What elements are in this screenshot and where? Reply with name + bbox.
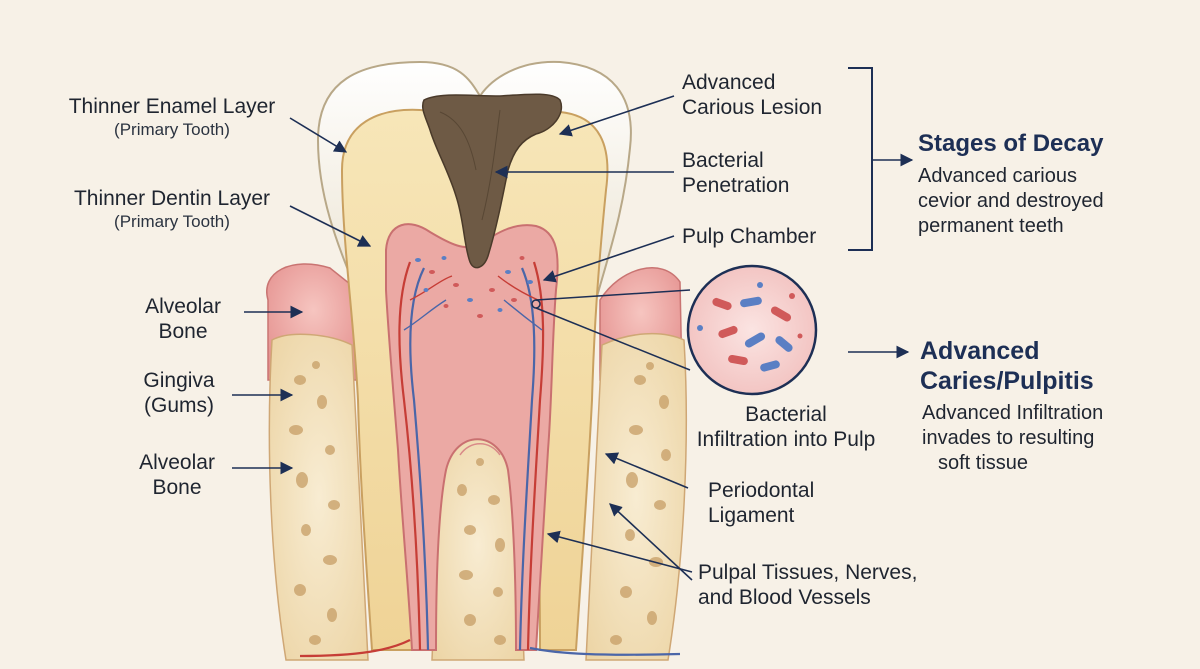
pulpal-line1: Pulpal Tissues, Nerves, xyxy=(698,561,918,584)
alveolar-bone-right xyxy=(585,332,688,661)
pulpal-line2: and Blood Vessels xyxy=(698,586,871,609)
alveolar-bone-top-label: Alveolar Bone xyxy=(128,294,238,344)
caries-line3: soft tissue xyxy=(938,452,1029,474)
magnified-bacteria-view xyxy=(686,264,818,396)
dentin-label-sub: (Primary Tooth) xyxy=(114,212,230,231)
stages-bracket xyxy=(848,67,873,251)
magnified-bacteria xyxy=(697,282,803,372)
alveolar-bone-bottom-line2: Bone xyxy=(152,476,202,499)
stages-line2: cevior and destroyed xyxy=(918,190,1104,212)
stages-line3: permanent teeth xyxy=(918,215,1064,237)
lesion-line1: Advanced xyxy=(682,71,776,94)
blood-vessels xyxy=(299,261,681,658)
stages-line1: Advanced carious xyxy=(918,165,1077,187)
enamel-label-title: Thinner Enamel Layer xyxy=(68,95,276,118)
label-arrows xyxy=(232,95,914,581)
infiltration-label: Bacterial Infiltration into Pulp xyxy=(680,402,892,452)
infiltration-line2: Infiltration into Pulp xyxy=(696,428,876,451)
caries-heading-line2: Caries/Pulpitis xyxy=(920,367,1094,395)
caries-description: Advanced Infiltration invades to resulti… xyxy=(922,401,1103,476)
dentin-label: Thinner Dentin Layer (Primary Tooth) xyxy=(58,186,286,233)
pulp-chamber-label: Pulp Chamber xyxy=(682,225,817,248)
alveolar-bone-top-line1: Alveolar xyxy=(145,295,221,318)
alveolar-bone-left xyxy=(268,333,369,661)
alveolar-bone-top-line2: Bone xyxy=(158,320,208,343)
infiltration-line1: Bacterial xyxy=(745,403,827,426)
lesion-line2: Carious Lesion xyxy=(682,96,823,119)
carious-lesion xyxy=(421,93,563,269)
caries-heading-line1: Advanced xyxy=(920,337,1040,365)
periodontal-line1: Periodontal xyxy=(708,479,815,502)
alveolar-bone-bottom-label: Alveolar Bone xyxy=(122,450,232,500)
gingiva-line1: Gingiva xyxy=(143,369,215,392)
alveolar-bone-bottom-line1: Alveolar xyxy=(139,451,215,474)
pulp-shape xyxy=(385,223,559,651)
bacteria-dots xyxy=(415,256,533,318)
caries-line1: Advanced Infiltration xyxy=(922,402,1104,424)
caries-line2: invades to resulting xyxy=(922,427,1095,449)
lesion-label: Advanced Carious Lesion xyxy=(682,70,822,120)
pulpal-label: Pulpal Tissues, Nerves, and Blood Vessel… xyxy=(698,560,917,610)
periodontal-line2: Ligament xyxy=(708,504,795,527)
periodontal-label: Periodontal Ligament xyxy=(708,478,814,528)
penetration-label: Bacterial Penetration xyxy=(682,148,789,198)
caries-heading: Advanced Caries/Pulpitis xyxy=(920,336,1094,396)
bone-pores xyxy=(289,361,671,645)
stages-description: Advanced carious cevior and destroyed pe… xyxy=(918,164,1104,239)
penetration-line2: Penetration xyxy=(682,174,790,197)
stages-heading: Stages of Decay xyxy=(918,130,1104,157)
enamel-label-sub: (Primary Tooth) xyxy=(114,120,230,139)
dentin-label-title: Thinner Dentin Layer xyxy=(73,187,271,210)
enamel-label: Thinner Enamel Layer (Primary Tooth) xyxy=(58,94,286,141)
gingiva-line2: (Gums) xyxy=(144,394,214,417)
penetration-line1: Bacterial xyxy=(682,149,764,172)
gingiva-label: Gingiva (Gums) xyxy=(124,368,234,418)
